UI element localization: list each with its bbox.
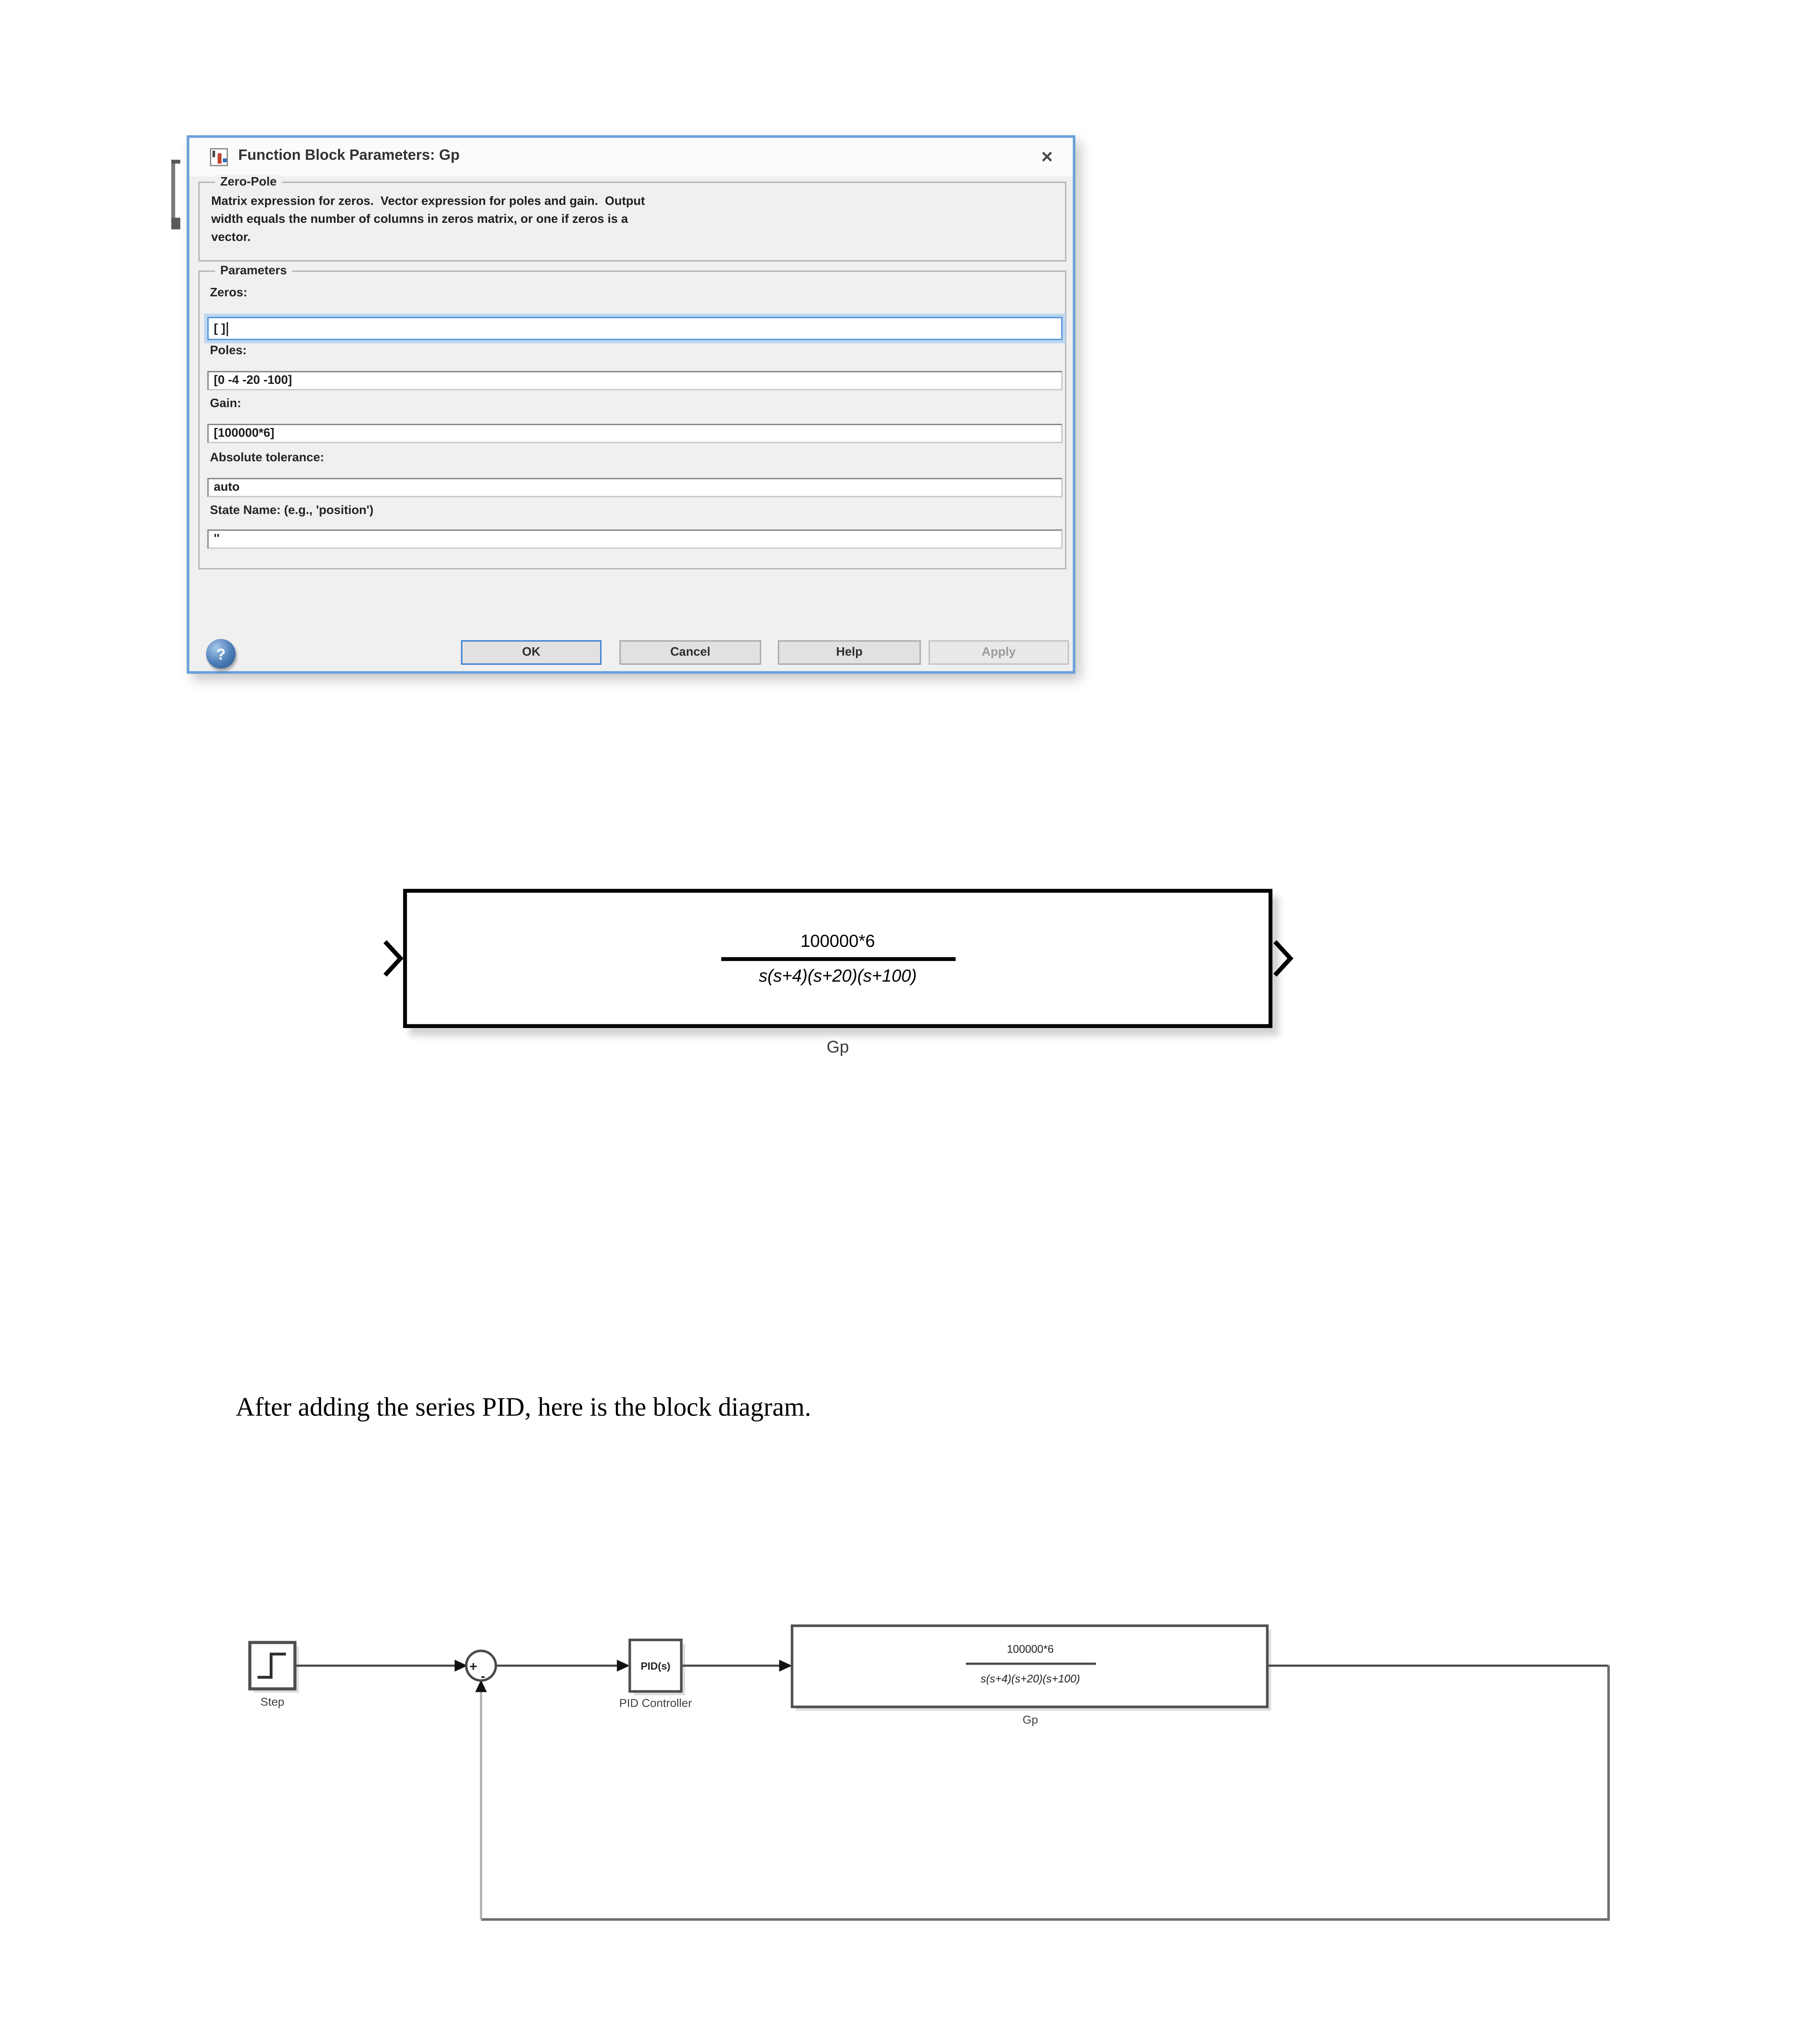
icon-detail [212, 150, 215, 157]
description-line: vector. [211, 230, 251, 245]
dialog-title: Function Block Parameters: Gp [238, 148, 460, 164]
arrowhead-icon [475, 1680, 487, 1692]
poles-label: Poles: [210, 344, 247, 358]
background-window-fragment-tick [171, 159, 180, 164]
parameters-panel: Parameters Zeros: [ ] Poles: [0 -4 -20 -… [198, 264, 1066, 570]
cancel-button[interactable]: Cancel [619, 640, 761, 665]
zero-pole-heading: Zero-Pole [215, 175, 282, 189]
absolute-tolerance-input[interactable]: auto [207, 478, 1063, 498]
gp-plant-block[interactable] [791, 1624, 1269, 1708]
denominator: s(s+4)(s+20)(s+100) [758, 966, 917, 986]
description-line: Matrix expression for zeros. Vector expr… [211, 194, 645, 209]
apply-button[interactable]: Apply [928, 640, 1069, 665]
dialog-titlebar[interactable]: Function Block Parameters: Gp ✕ [189, 138, 1073, 177]
transfer-function-fraction: 100000*6 s(s+4)(s+20)(s+100) [721, 930, 955, 986]
pid-controller-block[interactable] [628, 1638, 683, 1693]
caption-text: After adding the series PID, here is the… [236, 1394, 812, 1423]
zero-pole-panel: Zero-Pole Matrix expression for zeros. V… [198, 175, 1066, 262]
arrowhead-icon [779, 1659, 792, 1672]
zeros-label: Zeros: [210, 286, 247, 300]
pid-controller-label: PID Controller [619, 1696, 692, 1709]
ok-button[interactable]: OK [461, 640, 602, 665]
help-button[interactable]: Help [778, 640, 921, 665]
function-block-parameters-dialog: Function Block Parameters: Gp ✕ Zero-Pol… [187, 135, 1075, 674]
zeros-input[interactable]: [ ] [207, 317, 1063, 340]
pid-block-diagram: Step + - PID(s) PID Controller 100000*6 … [248, 1624, 1610, 1921]
icon-detail [223, 158, 227, 163]
step-waveform-icon [257, 1652, 286, 1679]
arrowhead-icon [455, 1659, 468, 1672]
help-icon[interactable]: ? [206, 639, 236, 669]
sum-plus-sign: + [469, 1659, 477, 1674]
arrowhead-icon [617, 1659, 630, 1672]
close-icon[interactable]: ✕ [1040, 148, 1054, 166]
gp-numerator: 100000*6 [1007, 1643, 1054, 1655]
gain-input[interactable]: [100000*6] [207, 424, 1063, 443]
poles-input[interactable]: [0 -4 -20 -100] [207, 371, 1063, 390]
state-name-label: State Name: (e.g., 'position') [210, 504, 374, 518]
poles-value: [0 -4 -20 -100] [214, 374, 292, 388]
state-name-input[interactable]: '' [207, 529, 1063, 549]
background-window-fragment [171, 159, 175, 229]
output-port-chevron-icon [1273, 940, 1294, 977]
absolute-tolerance-value: auto [214, 480, 240, 495]
numerator: 100000*6 [800, 932, 875, 951]
gp-block-label[interactable]: Gp [826, 1037, 849, 1056]
zeros-value: [ ] [214, 321, 226, 336]
icon-detail [217, 153, 222, 164]
input-port-chevron-icon [383, 940, 404, 977]
gain-label: Gain: [210, 397, 241, 411]
fraction-bar [721, 957, 955, 961]
pid-block-text: PID(s) [641, 1661, 670, 1672]
parameters-heading: Parameters [215, 264, 292, 278]
gain-value: [100000*6] [214, 426, 275, 441]
step-block-label: Step [261, 1695, 285, 1708]
text-caret [226, 321, 229, 336]
gp-plant-label: Gp [1023, 1713, 1038, 1726]
sum-junction[interactable] [465, 1649, 497, 1682]
gp-transfer-function-block[interactable]: 100000*6 s(s+4)(s+20)(s+100) [403, 889, 1273, 1028]
sum-minus-sign: - [480, 1668, 485, 1683]
background-window-fragment-tick [171, 217, 180, 229]
block-parameters-icon [210, 148, 228, 166]
description-line: width equals the number of columns in ze… [211, 212, 628, 227]
state-name-value: '' [214, 532, 220, 547]
gp-denominator: s(s+4)(s+20)(s+100) [981, 1673, 1080, 1685]
zero-pole-description: Matrix expression for zeros. Vector expr… [211, 193, 645, 246]
absolute-tolerance-label: Absolute tolerance: [210, 451, 324, 465]
